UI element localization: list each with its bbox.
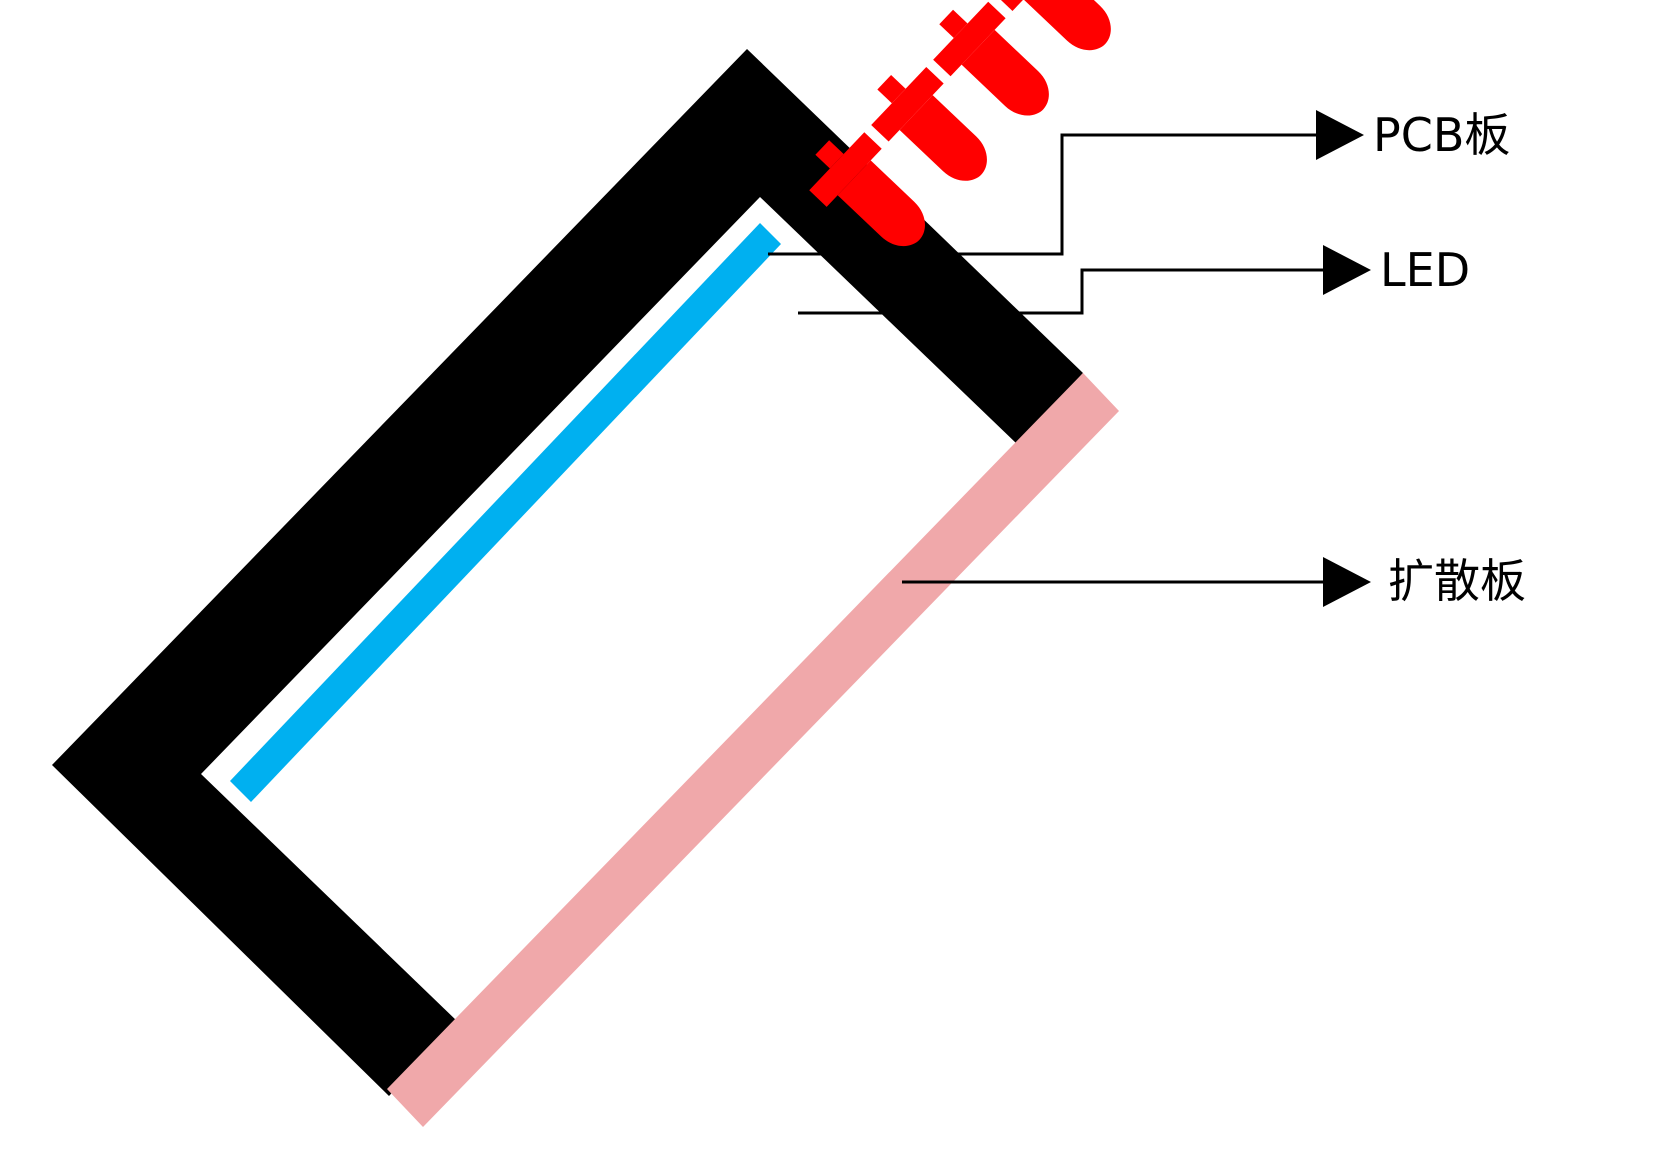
pcb-arrow-icon (1316, 110, 1364, 160)
diffuser-plate (387, 373, 1119, 1127)
led-arrow-icon (1323, 245, 1371, 295)
diffuser-arrow-icon (1323, 557, 1371, 607)
pcb-label: PCB板 (1373, 108, 1511, 162)
pcb-leader-line (768, 133, 1318, 256)
housing-frame (52, 49, 1083, 1096)
pcb-strip (230, 223, 781, 802)
led-label: LED (1380, 243, 1471, 297)
led-leader-line (798, 268, 1325, 315)
diffuser-label: 扩散板 (1388, 554, 1526, 608)
